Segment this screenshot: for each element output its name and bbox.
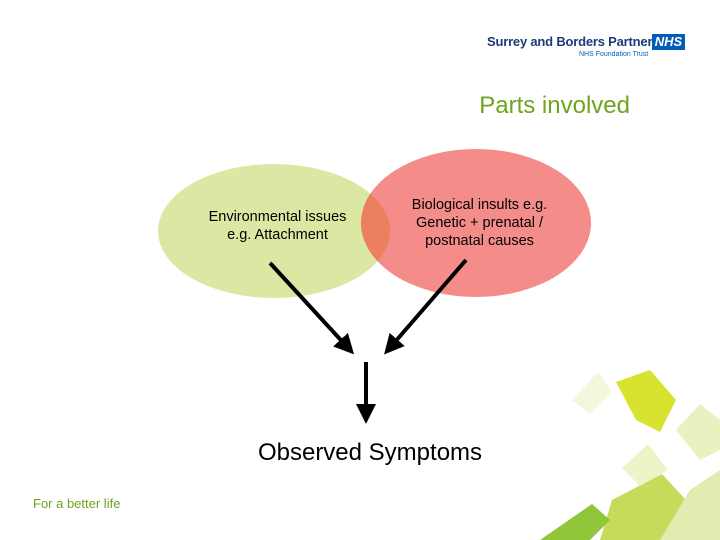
footer-tagline: For a better life xyxy=(33,496,121,511)
org-logo: Surrey and Borders Partnership NHS NHS F… xyxy=(487,34,687,64)
nhs-badge: NHS xyxy=(652,34,685,50)
arrow-right xyxy=(384,258,468,355)
slide-title: Parts involved xyxy=(479,92,630,119)
org-name: Surrey and Borders Partnership xyxy=(487,34,679,49)
venn-label-environmental: Environmental issues e.g. Attachment xyxy=(208,209,347,243)
observed-symptoms-label: Observed Symptoms xyxy=(257,439,483,466)
arrow-left xyxy=(268,261,355,355)
venn-circle-environmental xyxy=(158,164,390,298)
venn-circle-biological xyxy=(361,149,591,297)
chevron-decoration xyxy=(540,370,720,540)
venn-label-biological: Biological insults e.g. Genetic + prenat… xyxy=(411,197,548,249)
org-subtitle: NHS Foundation Trust xyxy=(579,51,649,58)
